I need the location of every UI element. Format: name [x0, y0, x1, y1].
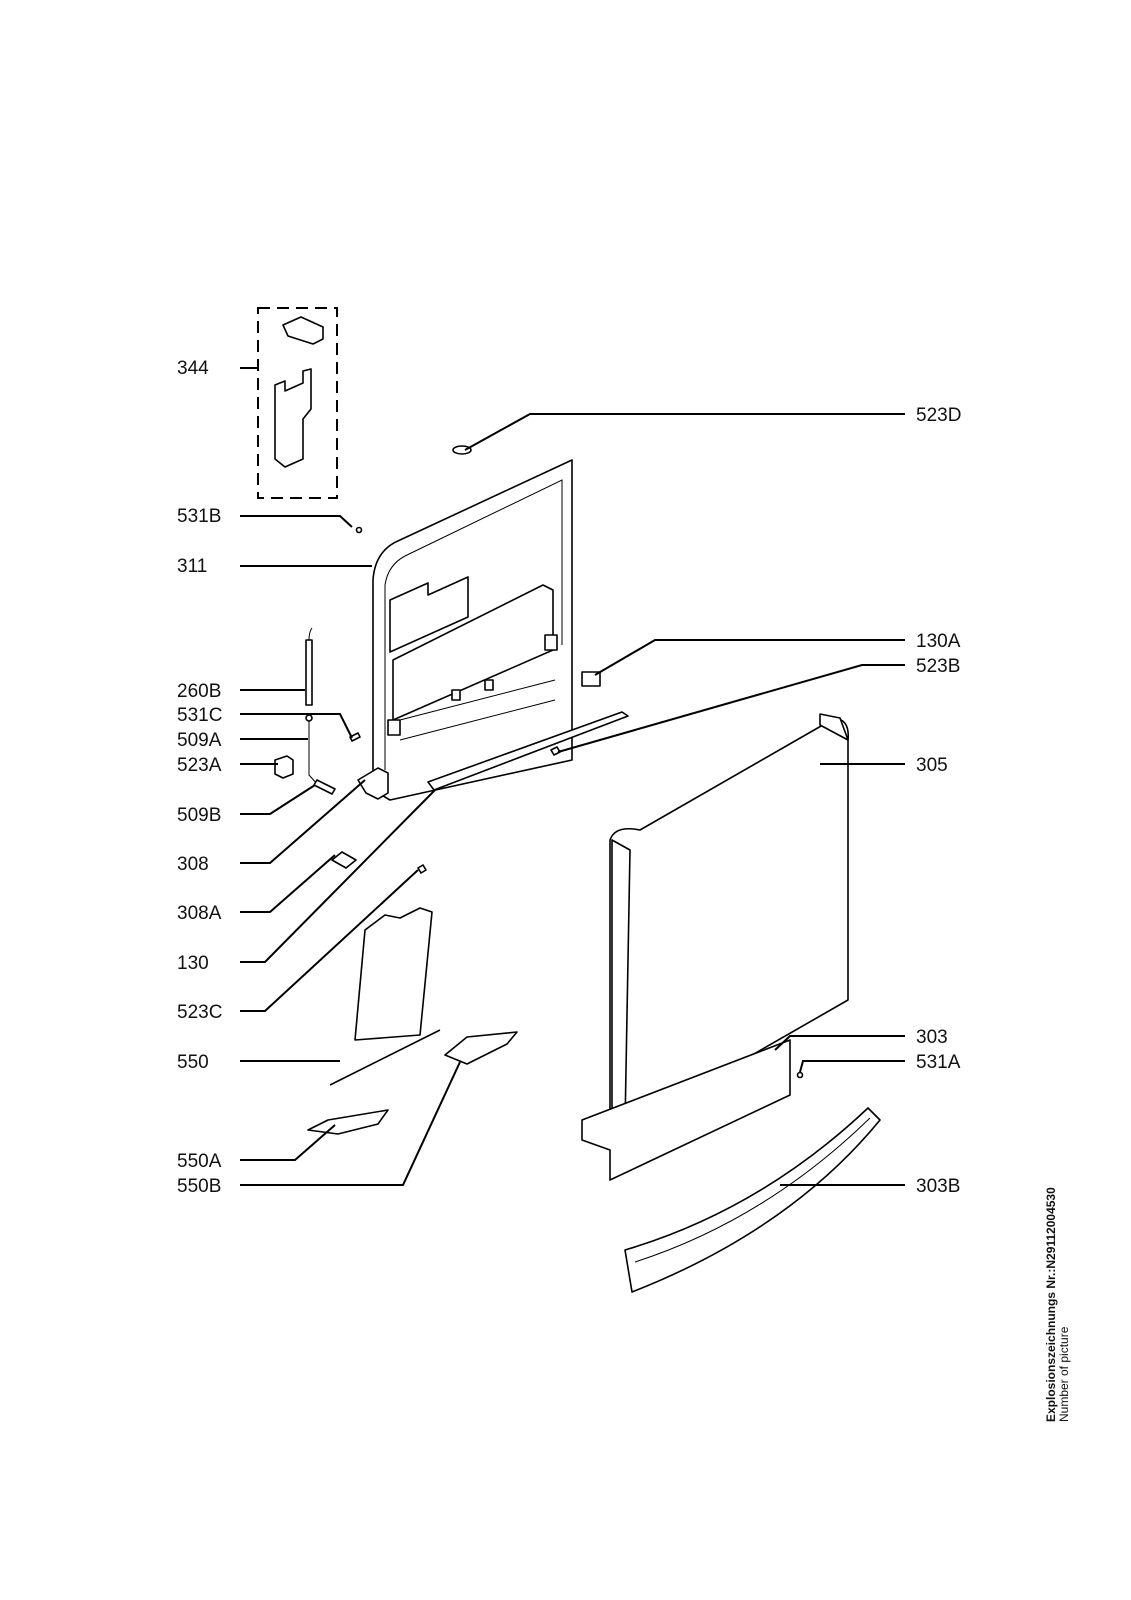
label-550A: 550A [177, 1151, 222, 1172]
part-523C-clip [417, 864, 427, 874]
label-344: 344 [177, 358, 209, 379]
label-305: 305 [916, 755, 948, 776]
label-303: 303 [916, 1027, 948, 1048]
part-531A-screw [796, 1071, 804, 1079]
label-531C: 531C [177, 705, 222, 726]
label-509B: 509B [177, 805, 221, 826]
label-523A: 523A [177, 755, 222, 776]
label-130A: 130A [916, 631, 961, 652]
part-509B-pin [313, 779, 336, 795]
part-523A-hinge-block [274, 755, 294, 779]
part-303-kickplate [581, 1039, 791, 1181]
part-260B-spring [305, 627, 313, 706]
part-523D-clip [452, 445, 472, 455]
part-531B-screw [355, 526, 363, 534]
part-130-rail [427, 711, 629, 791]
label-260B: 260B [177, 681, 221, 702]
label-531B: 531B [177, 506, 221, 527]
label-303B: 303B [916, 1176, 960, 1197]
leader-lines [240, 367, 905, 1186]
label-523D: 523D [916, 405, 961, 426]
label-308: 308 [177, 854, 209, 875]
label-523C: 523C [177, 1002, 222, 1023]
label-311: 311 [177, 556, 207, 577]
part-550A-bracket [307, 1109, 389, 1135]
part-531C-screw [349, 732, 361, 742]
label-550B: 550B [177, 1176, 221, 1197]
part-311-inner-door-frame [372, 459, 573, 801]
part-509A-cable [305, 714, 319, 786]
label-130: 130 [177, 953, 209, 974]
label-550: 550 [177, 1052, 209, 1073]
part-308-hinge [357, 767, 389, 800]
drawing-number: Explosionszeichnungs Nr.:N29112004530 [1044, 1187, 1058, 1422]
label-509A: 509A [177, 730, 222, 751]
part-550-slide [329, 907, 441, 1086]
drawing-number-caption: Number of picture [1057, 1326, 1071, 1422]
part-305-outer-door-panel [609, 713, 850, 1126]
part-550B-bracket [444, 1031, 518, 1065]
part-344-kit [257, 307, 338, 499]
part-308A-bracket [331, 851, 357, 869]
label-531A: 531A [916, 1052, 961, 1073]
part-303B-handle [624, 1107, 881, 1293]
label-523B: 523B [916, 656, 960, 677]
label-308A: 308A [177, 903, 222, 924]
